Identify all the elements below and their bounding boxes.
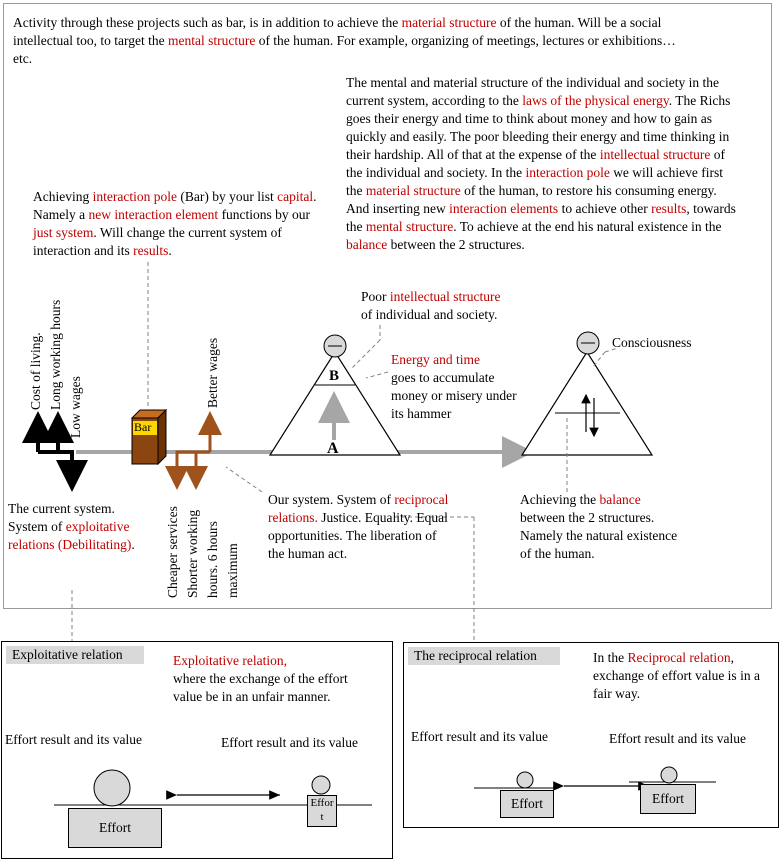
exploitative-relation-box: Exploitative relation Exploitative relat… — [1, 641, 393, 859]
reciprocal-relation-box: The reciprocal relation In the Reciproca… — [403, 642, 779, 828]
bar-box — [130, 408, 168, 466]
our-system-arrows — [165, 411, 222, 490]
main-diagram-frame — [3, 3, 772, 609]
right-explanation: The mental and material structure of the… — [346, 75, 736, 252]
recip-effort-label-right: Effort result and its value — [609, 731, 746, 746]
recip-right-effort-box: Effort — [640, 784, 696, 814]
recip-effort-label-left: Effort result and its value — [411, 729, 548, 744]
recip-left-effort-box: Effort — [500, 790, 554, 818]
reciprocal-description: In the Reciprocal relation, exchange of … — [593, 650, 760, 701]
point-a: A — [327, 440, 339, 457]
point-b: B — [329, 368, 340, 384]
left-explanation: Achieving interaction pole (Bar) by your… — [33, 189, 317, 258]
intro-text: Activity through these projects such as … — [13, 15, 676, 66]
bar-label: Bar — [134, 420, 152, 434]
small-effort-box: Effor t — [307, 795, 337, 827]
big-effort-box: Effort — [68, 808, 162, 848]
current-system-text: The current system. System of exploitati… — [8, 501, 135, 552]
current-system-arrows — [22, 411, 88, 492]
triangle-balance — [520, 331, 654, 456]
consciousness-label: Consciousness — [612, 335, 692, 350]
exploitative-description: Exploitative relation,where the exchange… — [173, 653, 348, 704]
effort-label-right: Effort result and its value — [221, 735, 358, 750]
triangle-current — [268, 334, 402, 456]
reciprocal-tag: The reciprocal relation — [408, 647, 560, 665]
our-system-text: Our system. System of reciprocal relatio… — [268, 492, 449, 561]
exploitative-tag: Exploitative relation — [6, 646, 144, 664]
balance-text: Achieving the balance between the 2 stru… — [520, 492, 678, 561]
effort-label-left: Effort result and its value — [5, 732, 142, 747]
